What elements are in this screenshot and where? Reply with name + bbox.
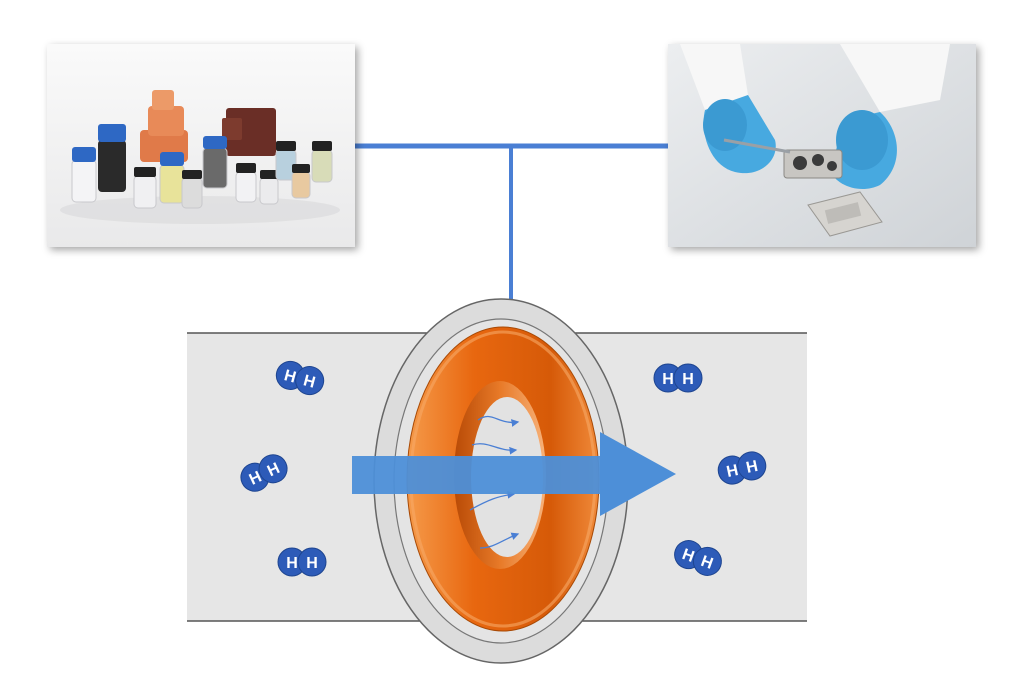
hydrogen-label: H [699,553,716,573]
hydrogen-atom [258,454,288,484]
sample-vials-photo [47,44,355,247]
hydrogen-label: H [725,462,740,481]
hydrogen-label: H [286,555,298,572]
hydrogen-label: H [282,367,298,386]
hydrogen-label: H [745,458,760,477]
connector-lines [355,143,668,312]
hydrogen-atom [673,363,703,393]
hydrogen-atom [737,451,767,481]
permeation-arrows [469,415,520,549]
hydrogen-label: H [301,372,317,391]
flow-arrow [352,432,676,516]
hydrogen-atom [295,366,325,396]
hydrogen-atom [692,546,722,576]
hydrogen-label: H [306,555,318,572]
hydrogen-label: H [662,371,674,388]
hydrogen-label: H [682,371,694,388]
hydrogen-label: H [680,546,697,566]
hydrogen-atom [297,547,327,577]
gloved-hands-photo [668,44,976,247]
